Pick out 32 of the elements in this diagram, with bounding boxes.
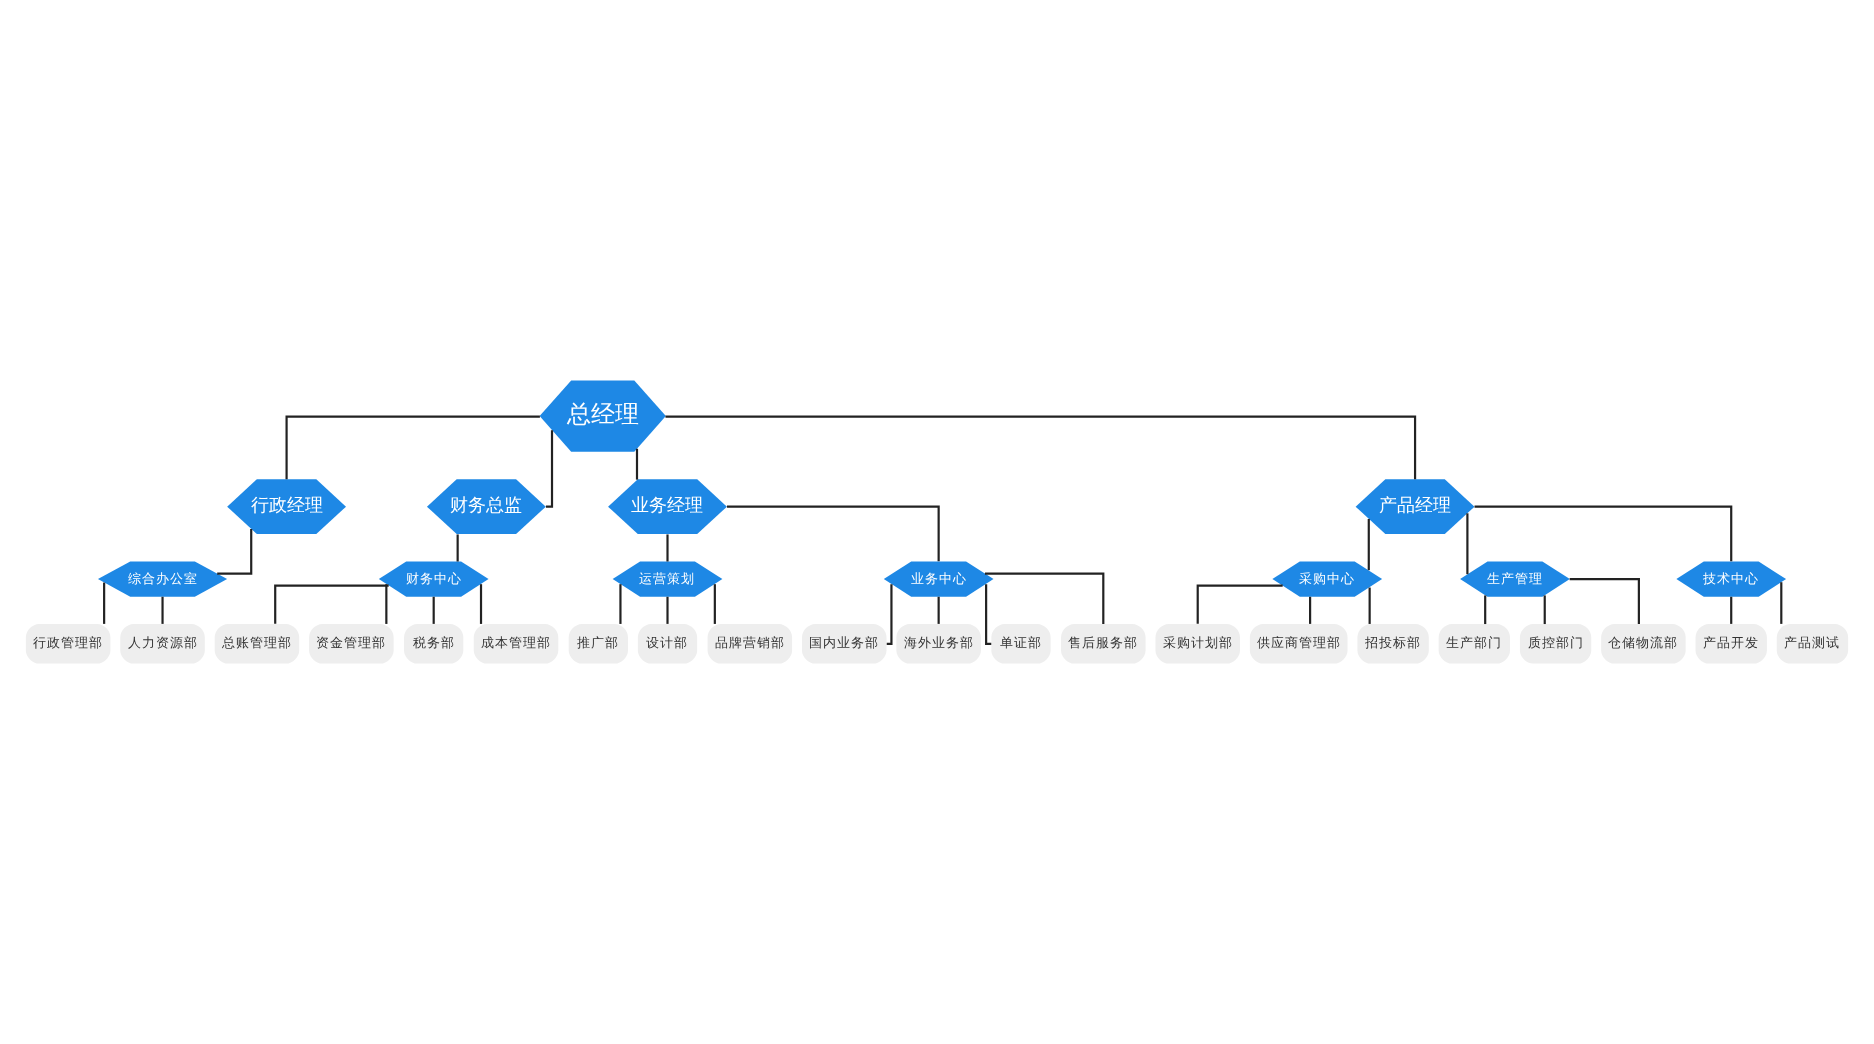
connector	[1309, 596, 1312, 624]
connector	[385, 584, 388, 624]
connector	[665, 415, 1417, 480]
connector	[937, 596, 940, 624]
connector	[984, 572, 1105, 624]
connector	[1730, 596, 1733, 624]
connector	[666, 534, 669, 562]
connector	[666, 596, 669, 624]
connector	[1569, 578, 1640, 625]
connector	[456, 534, 459, 562]
connector	[1466, 513, 1469, 575]
connector	[1543, 595, 1546, 625]
connector	[274, 584, 389, 624]
connector	[985, 584, 992, 645]
connector	[713, 584, 716, 624]
connector	[1367, 518, 1370, 571]
connector	[635, 448, 639, 480]
connector	[432, 596, 435, 624]
connector	[1484, 595, 1487, 625]
connector	[886, 584, 893, 645]
connector	[1368, 587, 1371, 624]
connector	[217, 528, 253, 575]
connector	[1474, 505, 1733, 562]
connector	[479, 584, 483, 624]
connector	[1780, 582, 1783, 624]
connector	[1196, 584, 1283, 624]
connector	[619, 584, 622, 624]
connector	[545, 430, 554, 508]
connector	[285, 415, 540, 480]
connector	[161, 596, 164, 624]
connector	[727, 505, 940, 562]
connector	[103, 582, 106, 624]
